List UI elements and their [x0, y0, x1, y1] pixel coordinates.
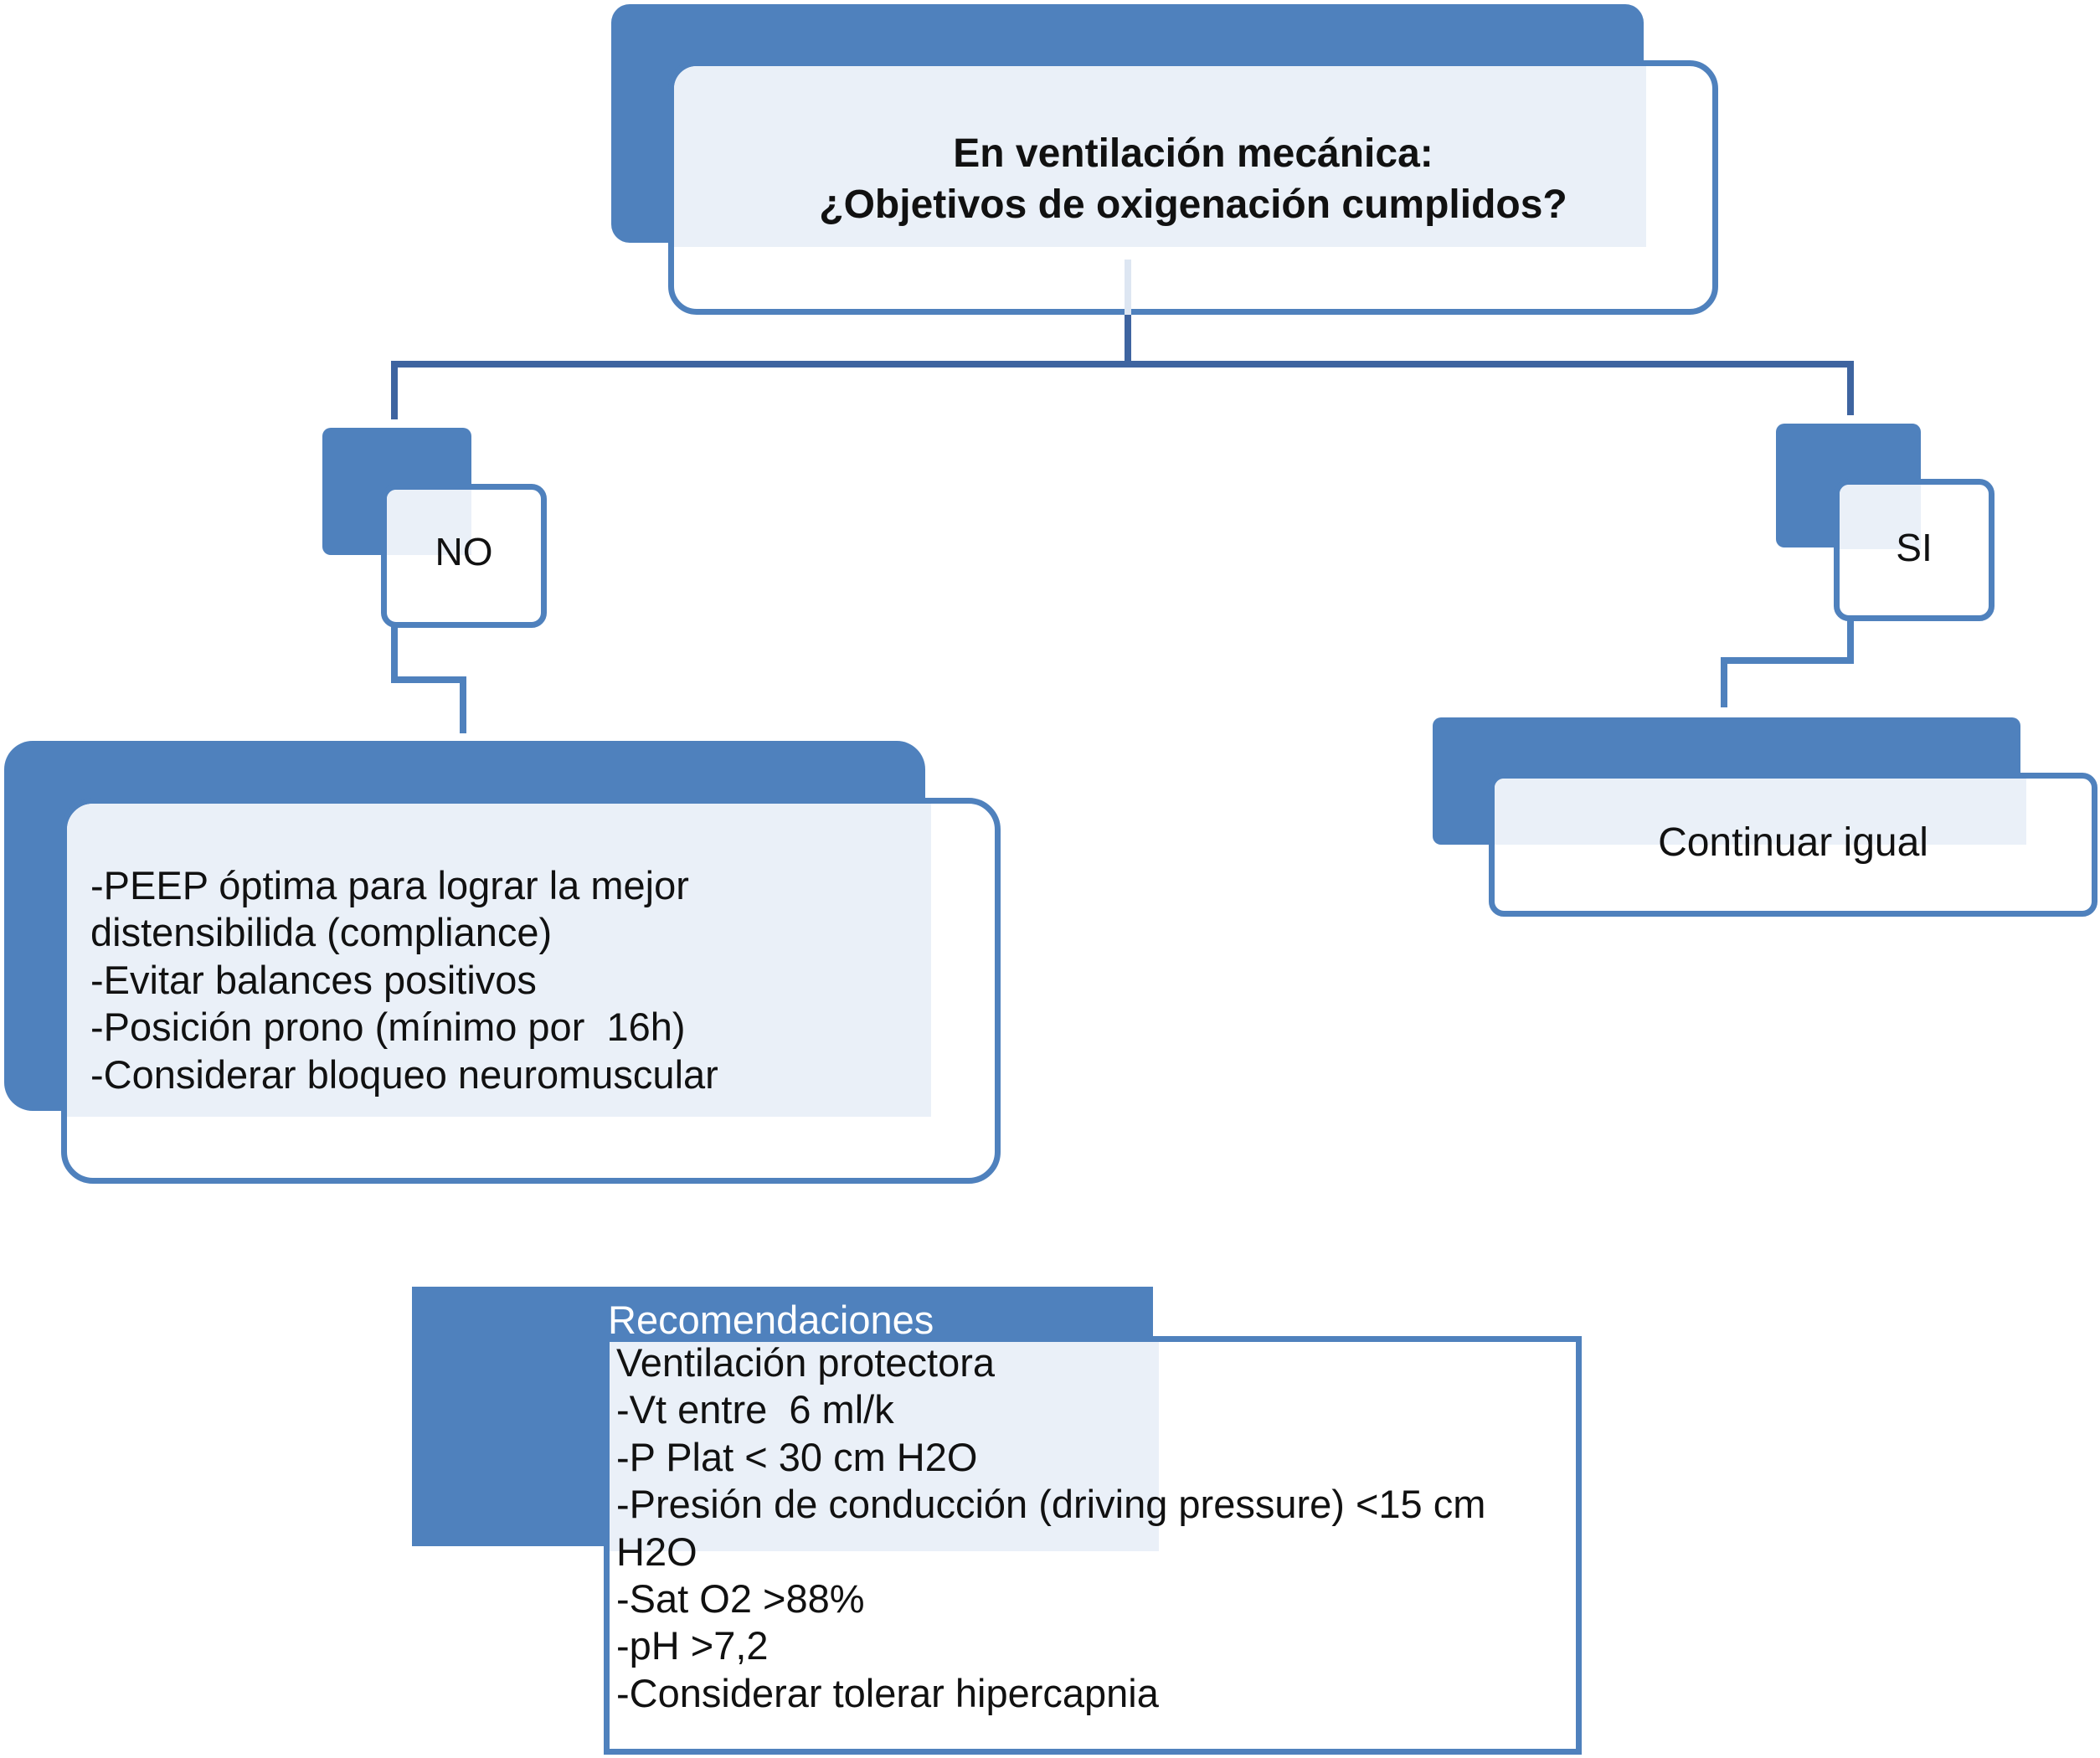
- si-label: SI: [1896, 526, 1933, 569]
- no-action-line: -Posición prono (mínimo por 16h): [90, 1005, 686, 1050]
- no-action-line: -Evitar balances positivos: [90, 957, 537, 1002]
- connector-si-b: [1721, 657, 1854, 664]
- question-line-2: ¿Objetivos de oxigenación cumplidos?: [819, 182, 1567, 227]
- recommendation-line: -Presión de conducción (driving pressure…: [616, 1482, 1486, 1527]
- si-action-text: Continuar igual: [1658, 820, 1928, 865]
- no-action-line: distensibilida (compliance): [90, 910, 553, 955]
- connector-horizontal: [391, 361, 1854, 368]
- recommendation-line: -Vt entre 6 ml/k: [616, 1387, 894, 1432]
- recommendations-list: Ventilación protectora -Vt entre 6 ml/k …: [616, 1339, 1485, 1717]
- no-label: NO: [435, 530, 493, 573]
- connector-no-c: [460, 676, 466, 733]
- no-action-text: -PEEP óptima para lograr la mejor disten…: [90, 862, 718, 1098]
- connector-no-b: [391, 676, 466, 683]
- connector-right-down: [1847, 361, 1854, 415]
- question-line-1: En ventilación mecánica:: [953, 131, 1433, 176]
- recommendation-line: H2O: [616, 1529, 697, 1574]
- recommendations-title: Recomendaciones: [608, 1298, 934, 1342]
- connector-top-vertical: [1125, 315, 1131, 368]
- connector-left-down: [391, 361, 398, 419]
- si-action-front: [1489, 773, 2097, 917]
- connector-no-a: [391, 626, 398, 681]
- si-node-front: [1834, 479, 1994, 621]
- recommendation-line: Ventilación protectora: [616, 1340, 996, 1385]
- recommendation-line: -P Plat < 30 cm H2O: [616, 1434, 978, 1479]
- question-node-front: [668, 60, 1718, 315]
- no-action-front: [61, 798, 1001, 1184]
- connector-si-a: [1847, 617, 1854, 664]
- no-node-front: [381, 484, 547, 628]
- recommendation-line: -Considerar tolerar hipercapnia: [616, 1670, 1159, 1715]
- recommendation-line: -Sat O2 >88%: [616, 1576, 865, 1621]
- connector-si-c: [1721, 657, 1727, 707]
- recommendations-front: [604, 1336, 1582, 1755]
- no-action-line: -PEEP óptima para lograr la mejor: [90, 863, 689, 907]
- recommendation-line: -pH >7,2: [616, 1623, 769, 1668]
- no-action-line: -Considerar bloqueo neuromuscular: [90, 1051, 718, 1097]
- connector-top-stub: [1125, 260, 1131, 318]
